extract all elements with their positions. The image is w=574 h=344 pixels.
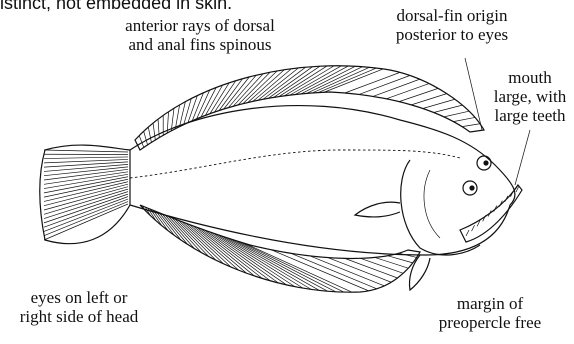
label-mouth: mouth large, with large teeth xyxy=(488,68,572,125)
tooth xyxy=(466,230,469,236)
dorsal-ray xyxy=(399,88,438,101)
anal-ray xyxy=(193,226,254,276)
label-preopercle: margin of preopercle free xyxy=(418,294,562,332)
dorsal-ray xyxy=(148,127,151,142)
anal-ray xyxy=(388,256,413,263)
label-spinous-rays: anterior rays of dorsal and anal fins sp… xyxy=(95,16,305,54)
dorsal-ray xyxy=(434,105,463,112)
dorsal-ray xyxy=(423,99,455,108)
anal-ray xyxy=(197,227,263,278)
caudal-ray xyxy=(44,189,128,214)
anal-ray xyxy=(245,244,352,293)
lateral-line xyxy=(130,150,460,178)
caudal-ray xyxy=(44,174,128,188)
anal-ray xyxy=(375,257,409,268)
anal-ray xyxy=(360,258,403,273)
dorsal-ray xyxy=(153,123,155,140)
dorsal-fin-outline xyxy=(135,66,484,150)
dorsal-ray xyxy=(253,69,291,102)
anal-ray xyxy=(182,222,231,267)
dorsal-fin-rays xyxy=(139,66,480,148)
dorsal-ray xyxy=(175,105,179,129)
header-fragment: istinct, not embedded in skin. xyxy=(0,0,232,13)
label-eyes: eyes on left or right side of head xyxy=(4,288,154,326)
label-dorsal-fin-origin: dorsal-fin origin posterior to eyes xyxy=(372,6,532,44)
caudal-ray xyxy=(44,192,128,219)
caudal-fin-rays xyxy=(44,150,128,240)
caudal-ray xyxy=(44,204,128,240)
dorsal-ray xyxy=(453,117,475,121)
dorsal-ray xyxy=(444,111,469,117)
dorsal-ray xyxy=(248,70,284,103)
dorsal-ray xyxy=(312,67,369,93)
dorsal-ray xyxy=(318,68,376,93)
dorsal-ray xyxy=(462,124,480,127)
anal-fin-rays xyxy=(143,206,417,292)
tooth xyxy=(472,225,475,231)
preopercle-margin xyxy=(424,170,440,238)
anal-ray xyxy=(328,258,391,283)
upper-eye-pupil xyxy=(483,160,488,165)
caudal-ray xyxy=(44,150,128,152)
anal-ray xyxy=(209,232,287,285)
fish-body-outline xyxy=(130,106,515,255)
dorsal-ray xyxy=(373,79,420,96)
dorsal-ray xyxy=(228,75,256,107)
dorsal-ray xyxy=(219,79,242,111)
anal-fin-outline xyxy=(140,205,420,292)
dorsal-ray xyxy=(210,83,229,114)
caudal-ray xyxy=(44,199,128,231)
caudal-ray xyxy=(44,184,128,206)
dorsal-ray xyxy=(386,84,429,99)
dorsal-ray xyxy=(345,72,400,93)
lower-eye-pupil xyxy=(469,185,474,190)
pelvic-fin xyxy=(409,255,430,290)
pectoral-fin xyxy=(355,202,400,217)
caudal-ray xyxy=(44,197,128,228)
dorsal-ray xyxy=(144,131,148,145)
mouth-outline xyxy=(460,185,522,242)
caudal-ray xyxy=(44,179,128,197)
mouth-leader xyxy=(515,130,530,185)
caudal-ray xyxy=(44,157,128,159)
